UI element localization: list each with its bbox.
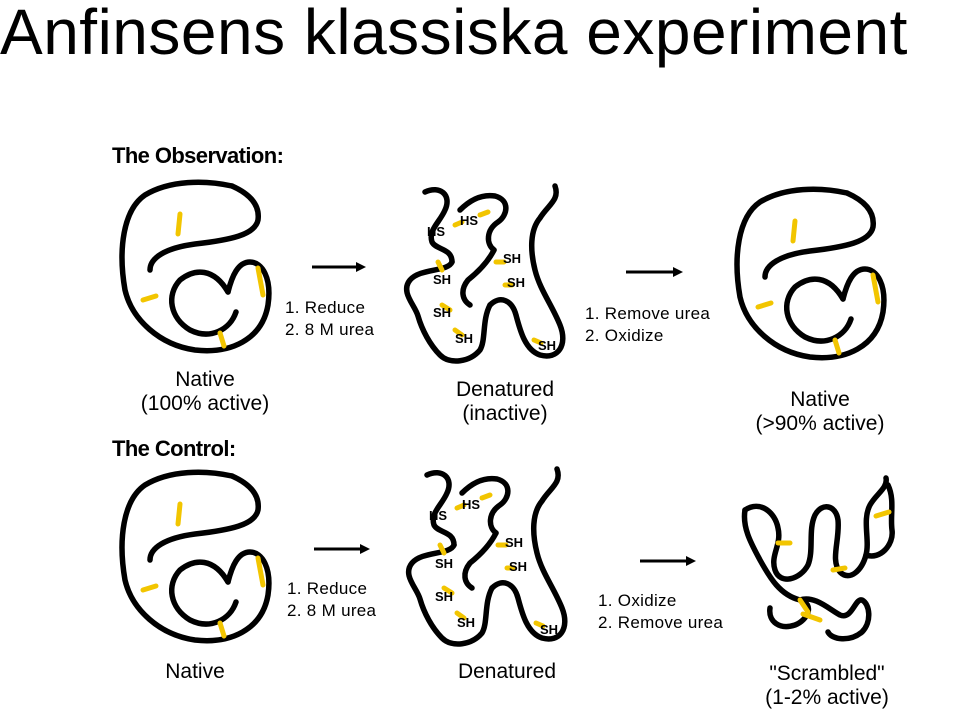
denatured-protein-control xyxy=(409,469,565,644)
step-reduce-control: 1. Reduce 2. 8 M urea xyxy=(287,579,377,620)
observation-heading: The Observation: xyxy=(112,143,284,168)
thiol-label: SH xyxy=(538,338,557,353)
scrambled-label-control: "Scrambled" (1-2% active) xyxy=(765,662,889,709)
thiol-label: SH xyxy=(435,556,454,571)
page-title: Anfinsens klassiska experiment xyxy=(0,0,908,68)
native-label-result: Native (>90% active) xyxy=(755,388,885,435)
thiol-label: HS xyxy=(460,213,479,228)
step-renature-observation: 1. Remove urea 2. Oxidize xyxy=(585,304,711,345)
thiol-label: HS xyxy=(462,497,481,512)
step-oxidize-control: 1. Oxidize 2. Remove urea xyxy=(598,591,724,632)
thiol-label: SH xyxy=(433,305,452,320)
native-protein-control xyxy=(122,472,269,640)
thiol-label: SH xyxy=(509,559,528,574)
thiol-label: HS xyxy=(427,224,446,239)
thiol-label: SH xyxy=(507,275,526,290)
native-label-observation: Native (100% active) xyxy=(140,368,270,415)
thiol-label: SH xyxy=(505,535,524,550)
thiol-label: SH xyxy=(540,622,559,637)
denatured-label-observation: Denatured (inactive) xyxy=(455,378,555,425)
native-protein-result xyxy=(737,189,884,357)
native-label-control: Native xyxy=(165,660,225,683)
denatured-label-control: Denatured xyxy=(457,660,557,683)
thiol-label: SH xyxy=(455,331,474,346)
thiol-label: HS xyxy=(429,508,448,523)
scrambled-protein xyxy=(741,475,895,642)
control-heading: The Control: xyxy=(112,436,236,461)
thiol-label: SH xyxy=(433,272,452,287)
thiol-label: SH xyxy=(435,589,454,604)
thiol-label: SH xyxy=(457,615,476,630)
denatured-protein-observation xyxy=(407,186,563,361)
native-protein-observation xyxy=(122,182,269,350)
thiol-label: SH xyxy=(503,251,522,266)
step-reduce-observation: 1. Reduce 2. 8 M urea xyxy=(285,298,375,339)
